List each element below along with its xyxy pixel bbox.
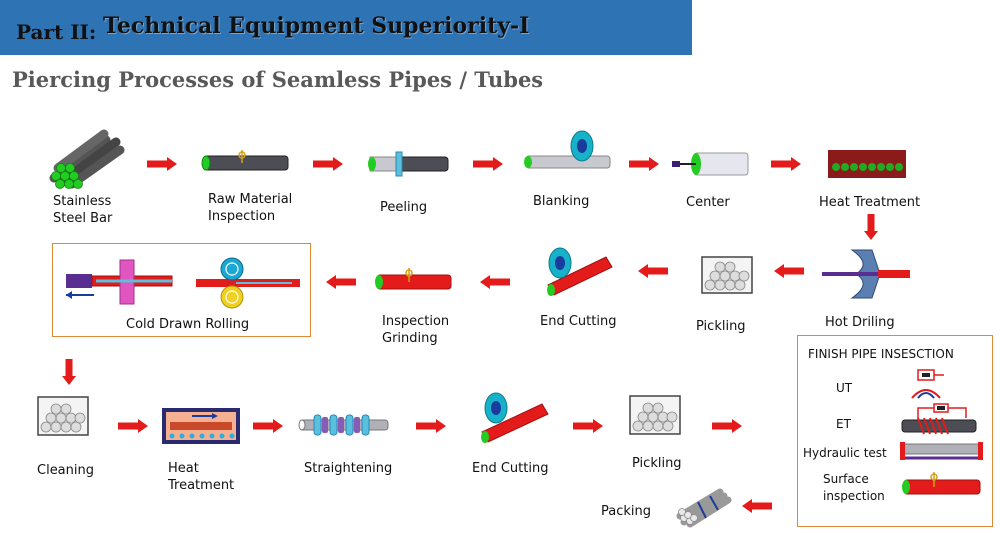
flow-arrow-left [742, 499, 772, 513]
cold-drawn-rolling-box [52, 243, 311, 337]
flow-arrow-right [573, 419, 603, 433]
flow-arrow-right [253, 419, 283, 433]
step-label-end-cutting-2: End Cutting [472, 461, 549, 476]
step-label-cold-drawn: Cold Drawn Rolling [126, 317, 250, 332]
header-bar: Part II: Technical Equipment Superiority… [0, 0, 692, 55]
flow-arrow-left [774, 264, 804, 278]
hot-driling-image [822, 249, 910, 299]
finish-item-ut: UT [836, 381, 853, 395]
step-label-center: Center [686, 195, 730, 210]
header-title: Technical Equipment Superiority-I [103, 13, 530, 39]
pickling-tank-image [701, 256, 753, 294]
flow-arrow-right [313, 157, 343, 171]
packing-bundle-image [676, 488, 732, 528]
surface-inspection-image [902, 472, 981, 495]
ut-probe-image [911, 369, 944, 399]
flow-arrow-right [473, 157, 503, 171]
peeling-image [368, 151, 449, 177]
cleaning-tank-image [37, 396, 89, 436]
flow-arrow-right [629, 157, 659, 171]
cold-rolling-mill-image [196, 257, 300, 309]
flow-arrow-left [480, 275, 510, 289]
hydraulic-test-image [900, 442, 983, 460]
inspection-grinding-image [375, 268, 452, 290]
finish-item-hydraulic: Hydraulic test [803, 446, 887, 460]
end-cutting-image [547, 247, 613, 296]
header-part-label: Part II: [16, 20, 97, 44]
step-label-pickling-2: Pickling [632, 456, 682, 471]
step-label-straightening: Straightening [304, 461, 393, 476]
steel-bar-bundle-image [49, 129, 125, 189]
cold-drawing-die-image [66, 259, 173, 305]
step-label-hot-driling: Hot Driling [825, 315, 895, 330]
flow-arrow-left [326, 275, 356, 289]
end-cutting-image-2 [481, 392, 549, 443]
step-label-heat-treatment: Heat Treatment [819, 195, 921, 210]
center-drill-image [672, 152, 749, 176]
flow-arrow-right [771, 157, 801, 171]
flow-arrow-right [147, 157, 177, 171]
heat-treatment-furnace-image [828, 150, 906, 178]
page-subtitle: Piercing Processes of Seamless Pipes / T… [12, 67, 544, 92]
step-label-packing: Packing [601, 504, 652, 519]
straightening-image [298, 414, 389, 436]
blanking-image [524, 130, 611, 169]
step-label-peeling: Peeling [380, 200, 428, 215]
finish-item-et: ET [836, 417, 851, 431]
flow-arrow-down [864, 214, 878, 240]
pickling-tank-image-2 [629, 395, 681, 435]
finish-inspection-panel [797, 335, 993, 527]
step-label-pickling: Pickling [696, 319, 746, 334]
step-label-end-cutting: End Cutting [540, 314, 617, 329]
et-coil-image [901, 403, 977, 435]
heat-treatment-conveyor-image [162, 408, 240, 444]
flow-arrow-right [416, 419, 446, 433]
finish-panel-title: FINISH PIPE INSESCTION [808, 347, 954, 361]
flow-arrow-down [62, 359, 76, 385]
flow-arrow-left [638, 264, 668, 278]
step-label-blanking: Blanking [533, 194, 590, 209]
raw-material-image [201, 150, 289, 171]
flow-arrow-right [712, 419, 742, 433]
step-label-cleaning: Cleaning [37, 463, 94, 478]
flow-arrow-right [118, 419, 148, 433]
